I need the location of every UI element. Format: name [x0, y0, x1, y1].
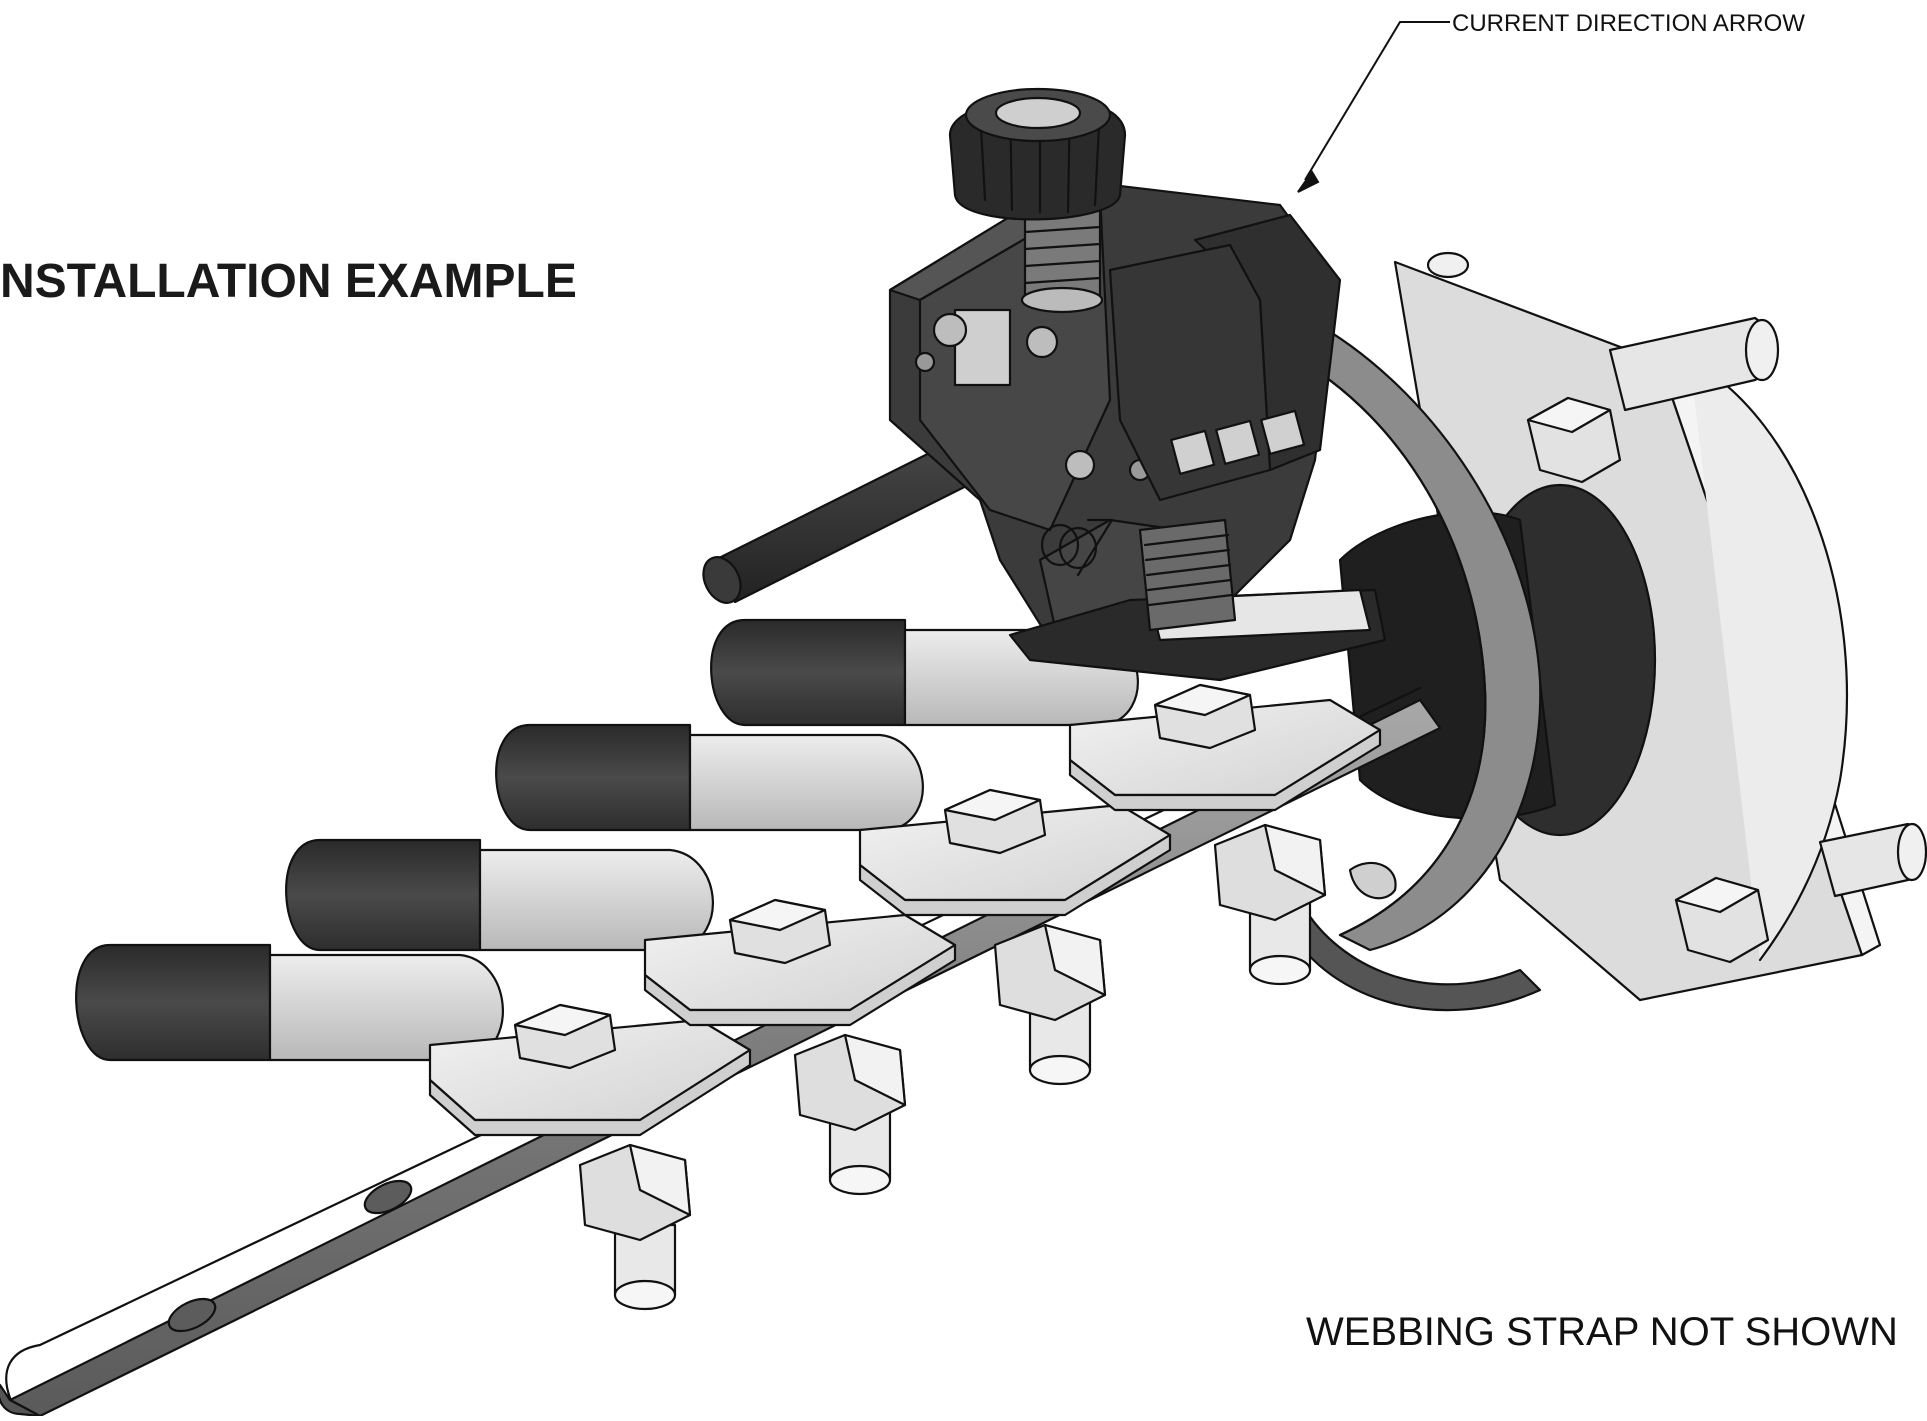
cable-lug-1: [75, 943, 752, 1137]
callout-label: CURRENT DIRECTION ARROW: [1452, 10, 1805, 37]
drawing-note: WEBBING STRAP NOT SHOWN: [1306, 1310, 1898, 1354]
bolts-under-bar: [578, 823, 1327, 1311]
clamp-body: [702, 178, 1387, 682]
callout-leader: [1297, 21, 1450, 193]
cable-lug-4: [710, 618, 1382, 812]
clamp-band: [1288, 318, 1542, 1012]
cable-lug-3: [495, 723, 1172, 917]
logo-mark: [1040, 518, 1114, 577]
page-title: NSTALLATION EXAMPLE: [0, 255, 577, 308]
adjuster-knob: [948, 87, 1127, 221]
cable-lug-2: [285, 838, 957, 1027]
